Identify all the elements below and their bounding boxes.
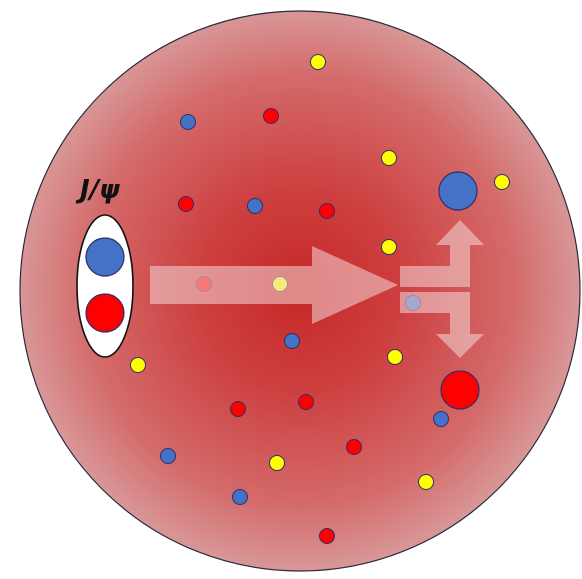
red-particle <box>178 196 194 212</box>
yellow-particle <box>381 239 397 255</box>
yellow-particle <box>310 54 326 70</box>
outgoing-blue-quark <box>438 171 478 211</box>
yellow-particle <box>494 174 510 190</box>
red-particle <box>263 108 279 124</box>
red-particle <box>230 401 246 417</box>
red-particle <box>319 203 335 219</box>
red-particle <box>319 528 335 544</box>
red-particle <box>298 394 314 410</box>
blue-particle <box>284 333 300 349</box>
jpsi-blue-quark <box>85 237 125 277</box>
yellow-particle <box>381 150 397 166</box>
jpsi-bound-state <box>76 214 134 358</box>
outgoing-red-quark <box>440 370 480 410</box>
blue-particle <box>247 198 263 214</box>
blue-particle <box>232 489 248 505</box>
yellow-particle <box>130 357 146 373</box>
yellow-particle <box>269 455 285 471</box>
jpsi-label: J/ψ <box>75 175 120 205</box>
blue-particle <box>433 411 449 427</box>
split-arrow-down <box>400 292 484 358</box>
yellow-particle <box>418 474 434 490</box>
main-arrow <box>150 246 398 324</box>
split-arrow-up <box>400 220 484 287</box>
blue-particle <box>160 448 176 464</box>
blue-particle <box>180 114 196 130</box>
jpsi-red-quark <box>85 293 125 333</box>
yellow-particle <box>387 349 403 365</box>
red-particle <box>346 439 362 455</box>
